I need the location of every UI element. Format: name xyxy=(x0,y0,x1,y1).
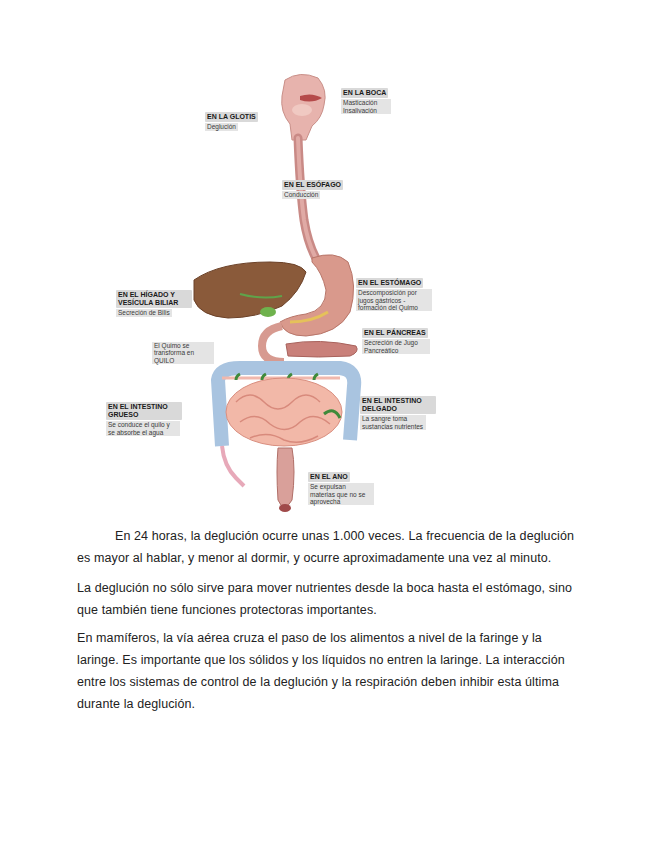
organ-function: La sangre toma sustancias nutrientes xyxy=(360,415,426,430)
esophagus-inner xyxy=(298,138,318,262)
tongue-shape xyxy=(292,104,312,116)
liver-shape xyxy=(194,262,306,318)
organ-heading: EN LA BOCA xyxy=(341,88,388,98)
intestine-mark xyxy=(324,411,340,418)
organ-heading: EN EL ANO xyxy=(308,472,350,482)
organ-heading: EN EL INTESTINO DELGADO xyxy=(360,396,436,414)
organ-heading: EN EL PÁNCREAS xyxy=(362,328,428,338)
organ-function: Se conduce el quilo y se absorbe el agua xyxy=(106,421,180,436)
intestine-folds xyxy=(236,395,330,442)
appendix-shape xyxy=(222,446,244,486)
rectum-shape xyxy=(277,448,294,507)
stomach-chyme xyxy=(290,312,328,322)
head-shape xyxy=(282,74,325,140)
organ-function: Secreción de Bilis xyxy=(116,309,172,316)
large-intestine xyxy=(218,368,354,446)
organ-function: Masticación Insalivación xyxy=(341,99,391,114)
gallbladder-shape xyxy=(260,307,276,317)
organ-heading: EN LA GLOTIS xyxy=(205,112,258,122)
organ-function: Descomposición por jugos gástricos - for… xyxy=(356,289,432,311)
mouth-shape xyxy=(300,94,322,101)
organ-function: Secreción de Jugo Pancreático xyxy=(362,339,430,354)
esophagus-tube xyxy=(298,138,318,262)
organ-function: Se expulsan materias que no se aprovecha xyxy=(308,483,374,505)
body-paragraph: La deglución no sólo sirve para mover nu… xyxy=(77,578,579,622)
organ-function: Conducción xyxy=(282,191,320,198)
organ-heading: EN EL HÍGADO Y VESÍCULA BILIAR xyxy=(116,290,192,308)
anus-shape xyxy=(279,504,291,512)
duodenum-tube xyxy=(262,326,284,362)
small-intestine xyxy=(226,378,342,446)
organ-heading: EN EL ESÓFAGO xyxy=(282,180,343,190)
process-note: El Quimo se transforma en QUILO xyxy=(152,342,214,364)
organ-heading: EN EL ESTÓMAGO xyxy=(356,278,423,288)
body-paragraph: En 24 horas, la deglución ocurre unas 1.… xyxy=(77,526,579,570)
organ-function: Deglución xyxy=(205,123,238,130)
stomach-shape xyxy=(280,255,354,336)
organ-heading: EN EL INTESTINO GRUESO xyxy=(106,402,182,420)
body-paragraph: En mamíferos, la vía aérea cruza el paso… xyxy=(77,628,579,716)
pancreas-shape xyxy=(286,341,357,357)
bile-duct xyxy=(240,294,282,298)
